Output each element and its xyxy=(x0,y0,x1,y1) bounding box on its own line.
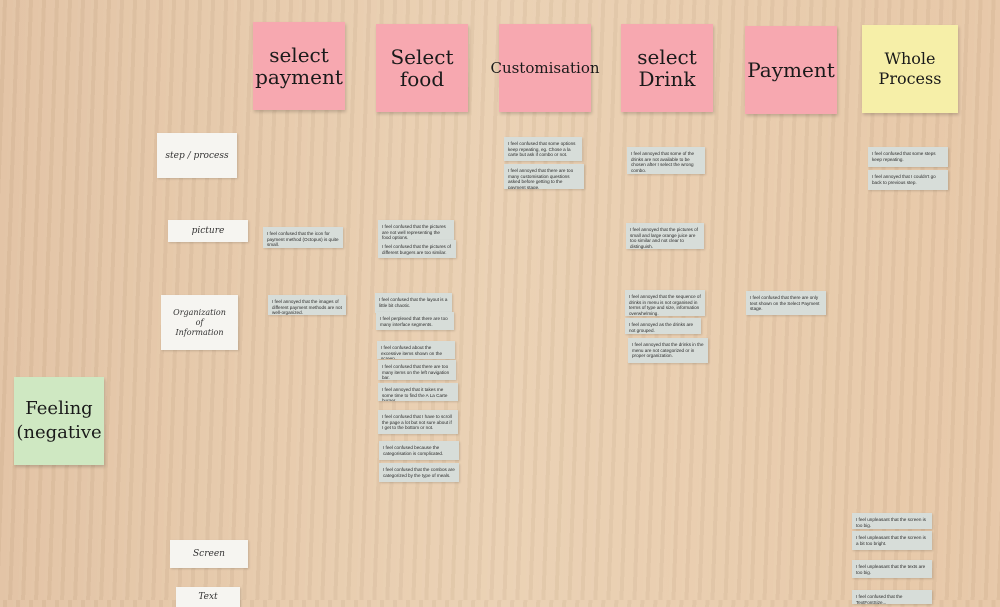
row-label-picture: picture xyxy=(168,220,248,242)
row-label-text: Text xyxy=(176,587,240,607)
card-customisation-step-1: I feel confused that some options keep r… xyxy=(504,137,582,161)
card-whole-step-1: I feel confused that some steps keep rep… xyxy=(868,147,948,167)
card-food-organization-3: I feel confused about the excessive item… xyxy=(377,341,455,359)
card-customisation-step-2: I feel annoyed that there are too many c… xyxy=(504,164,584,189)
header-note-select-food: Select food xyxy=(376,24,468,112)
row-label-step-process: step / process xyxy=(157,133,237,178)
card-food-organization-8: I feel confused that the combos are cate… xyxy=(379,463,459,482)
card-whole-step-2: I feel annoyed that I couldn't go back t… xyxy=(868,170,948,190)
card-food-organization-4: I feel confused that there are too many … xyxy=(378,360,456,380)
header-note-select-drink: select Drink xyxy=(621,24,713,112)
card-food-organization-1: I feel confused that the layout is a lit… xyxy=(375,293,452,313)
card-drink-picture: I feel annoyed that the pictures of smal… xyxy=(626,223,704,249)
card-food-organization-2: I feel perplexed that there are too many… xyxy=(376,312,454,330)
card-food-picture-1: I feel confused that the pictures are no… xyxy=(378,220,454,240)
card-payment-picture: I feel confused that the icon for paymen… xyxy=(263,227,343,248)
card-food-organization-7: I feel confused because the categorisati… xyxy=(379,441,459,460)
card-screen-4: I feel confused that the TextFontSize... xyxy=(852,590,932,604)
card-food-organization-6: I feel confused that I have to scroll th… xyxy=(378,410,458,434)
card-screen-2: I feel unpleasant that the screen is a b… xyxy=(852,531,932,550)
card-drink-organization-2: I feel annoyed as the drinks are not gro… xyxy=(625,318,701,334)
card-payment-stage-organization: I feel confused that there are only text… xyxy=(746,291,826,315)
row-label-organization: Organization of Information xyxy=(161,295,238,350)
row-label-screen: Screen xyxy=(170,540,248,568)
feeling-note: Feeling (negative xyxy=(14,377,104,465)
card-food-organization-5: I feel annoyed that it takes me some tim… xyxy=(378,383,458,401)
header-note-select-payment: select payment xyxy=(253,22,345,110)
card-screen-3: I feel unpleasant that the texts are too… xyxy=(852,560,932,578)
header-note-whole-process: Whole Process xyxy=(862,25,958,113)
card-food-picture-2: I feel confused that the pictures of dif… xyxy=(378,240,456,258)
card-drink-organization-3: I feel annoyed that the drinks in the me… xyxy=(628,338,708,363)
header-note-payment: Payment xyxy=(745,26,837,114)
card-drink-organization-1: I feel annoyed that the sequence of drin… xyxy=(625,290,705,316)
card-payment-organization: I feel annoyed that the images of differ… xyxy=(268,295,346,315)
card-screen-1: I feel unpleasant that the screen is too… xyxy=(852,513,932,529)
card-drink-step-1: I feel annoyed that some of the drinks a… xyxy=(627,147,705,174)
header-note-customisation: Customisation xyxy=(490,24,600,112)
